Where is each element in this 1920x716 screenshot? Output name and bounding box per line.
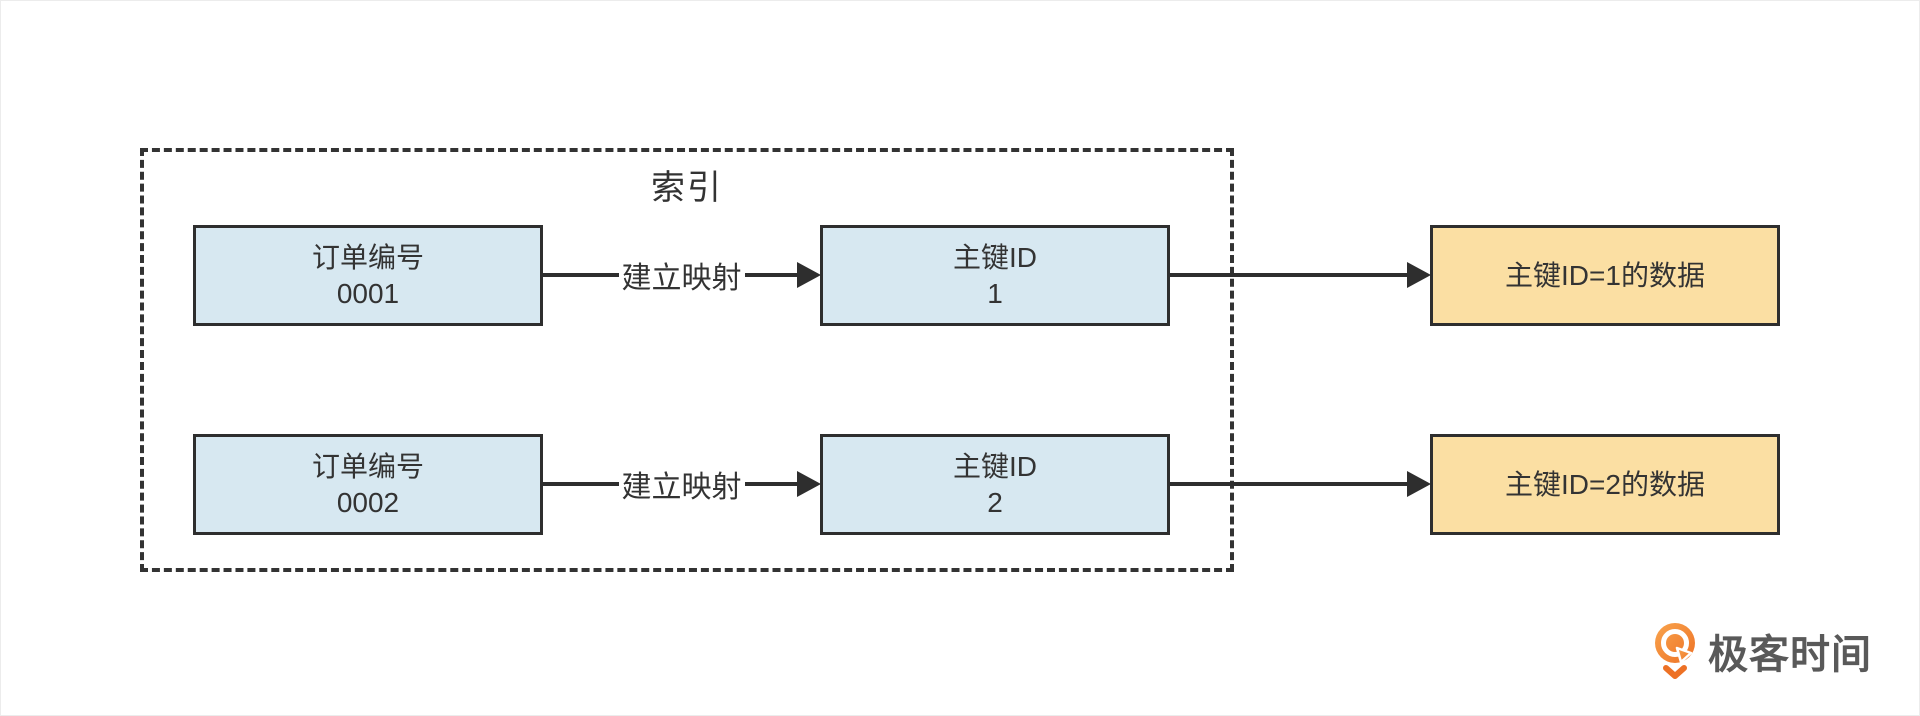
data-box-1: 主键ID=1的数据 bbox=[1430, 225, 1780, 326]
primary-key-title: 主键ID bbox=[952, 450, 1037, 482]
mapping-label-wrap-1: 建立映射 bbox=[540, 253, 823, 297]
primary-key-box-2: 主键ID 2 bbox=[820, 434, 1170, 535]
geektime-logo-text: 极客时间 bbox=[1708, 633, 1872, 677]
data-box-2: 主键ID=2的数据 bbox=[1430, 434, 1780, 535]
arrow-right-icon bbox=[1407, 471, 1431, 497]
arrow-right-icon bbox=[1407, 262, 1431, 288]
data-box-label: 主键ID=1的数据 bbox=[1505, 259, 1705, 291]
geektime-logo: 极客时间 bbox=[1652, 622, 1872, 680]
geektime-speech-bubble-icon bbox=[1655, 623, 1695, 679]
order-number-box-1: 订单编号 0001 bbox=[193, 225, 543, 326]
mapping-label-2: 建立映射 bbox=[618, 462, 745, 506]
order-number-box-2: 订单编号 0002 bbox=[193, 434, 543, 535]
order-number-value: 0001 bbox=[336, 277, 400, 309]
data-connector-line-1 bbox=[1168, 273, 1410, 277]
primary-key-title: 主键ID bbox=[952, 241, 1037, 273]
mapping-label-wrap-2: 建立映射 bbox=[540, 462, 823, 506]
index-dashed-container: 索引 bbox=[140, 148, 1234, 572]
data-box-label: 主键ID=2的数据 bbox=[1505, 468, 1705, 500]
primary-key-value: 2 bbox=[987, 486, 1003, 518]
order-number-title: 订单编号 bbox=[311, 241, 424, 273]
arrow-right-icon bbox=[797, 262, 821, 288]
order-number-value: 0002 bbox=[336, 486, 400, 518]
order-number-title: 订单编号 bbox=[311, 450, 424, 482]
index-container-label: 索引 bbox=[651, 169, 723, 207]
data-connector-line-2 bbox=[1168, 482, 1410, 486]
arrow-right-icon bbox=[797, 471, 821, 497]
primary-key-box-1: 主键ID 1 bbox=[820, 225, 1170, 326]
mapping-label-1: 建立映射 bbox=[618, 253, 745, 297]
primary-key-value: 1 bbox=[987, 277, 1003, 309]
